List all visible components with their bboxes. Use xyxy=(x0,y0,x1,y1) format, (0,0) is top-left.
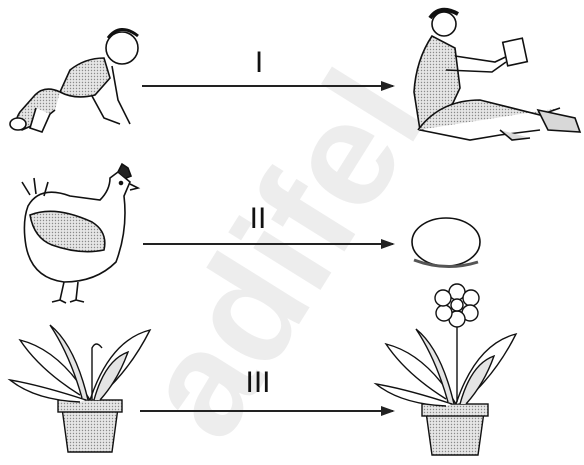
arrow-label-II: II xyxy=(250,202,267,235)
flowering-plant-illustration xyxy=(376,284,516,455)
arrow-label-III: III xyxy=(245,366,270,399)
hen-illustration xyxy=(22,164,138,303)
egg-illustration xyxy=(412,218,480,267)
arrow-label-I: I xyxy=(255,46,263,79)
adult-reading-illustration xyxy=(414,10,580,140)
watermark: adifel xyxy=(107,43,457,464)
crawling-baby-illustration xyxy=(10,29,138,132)
flower-head xyxy=(435,284,479,327)
